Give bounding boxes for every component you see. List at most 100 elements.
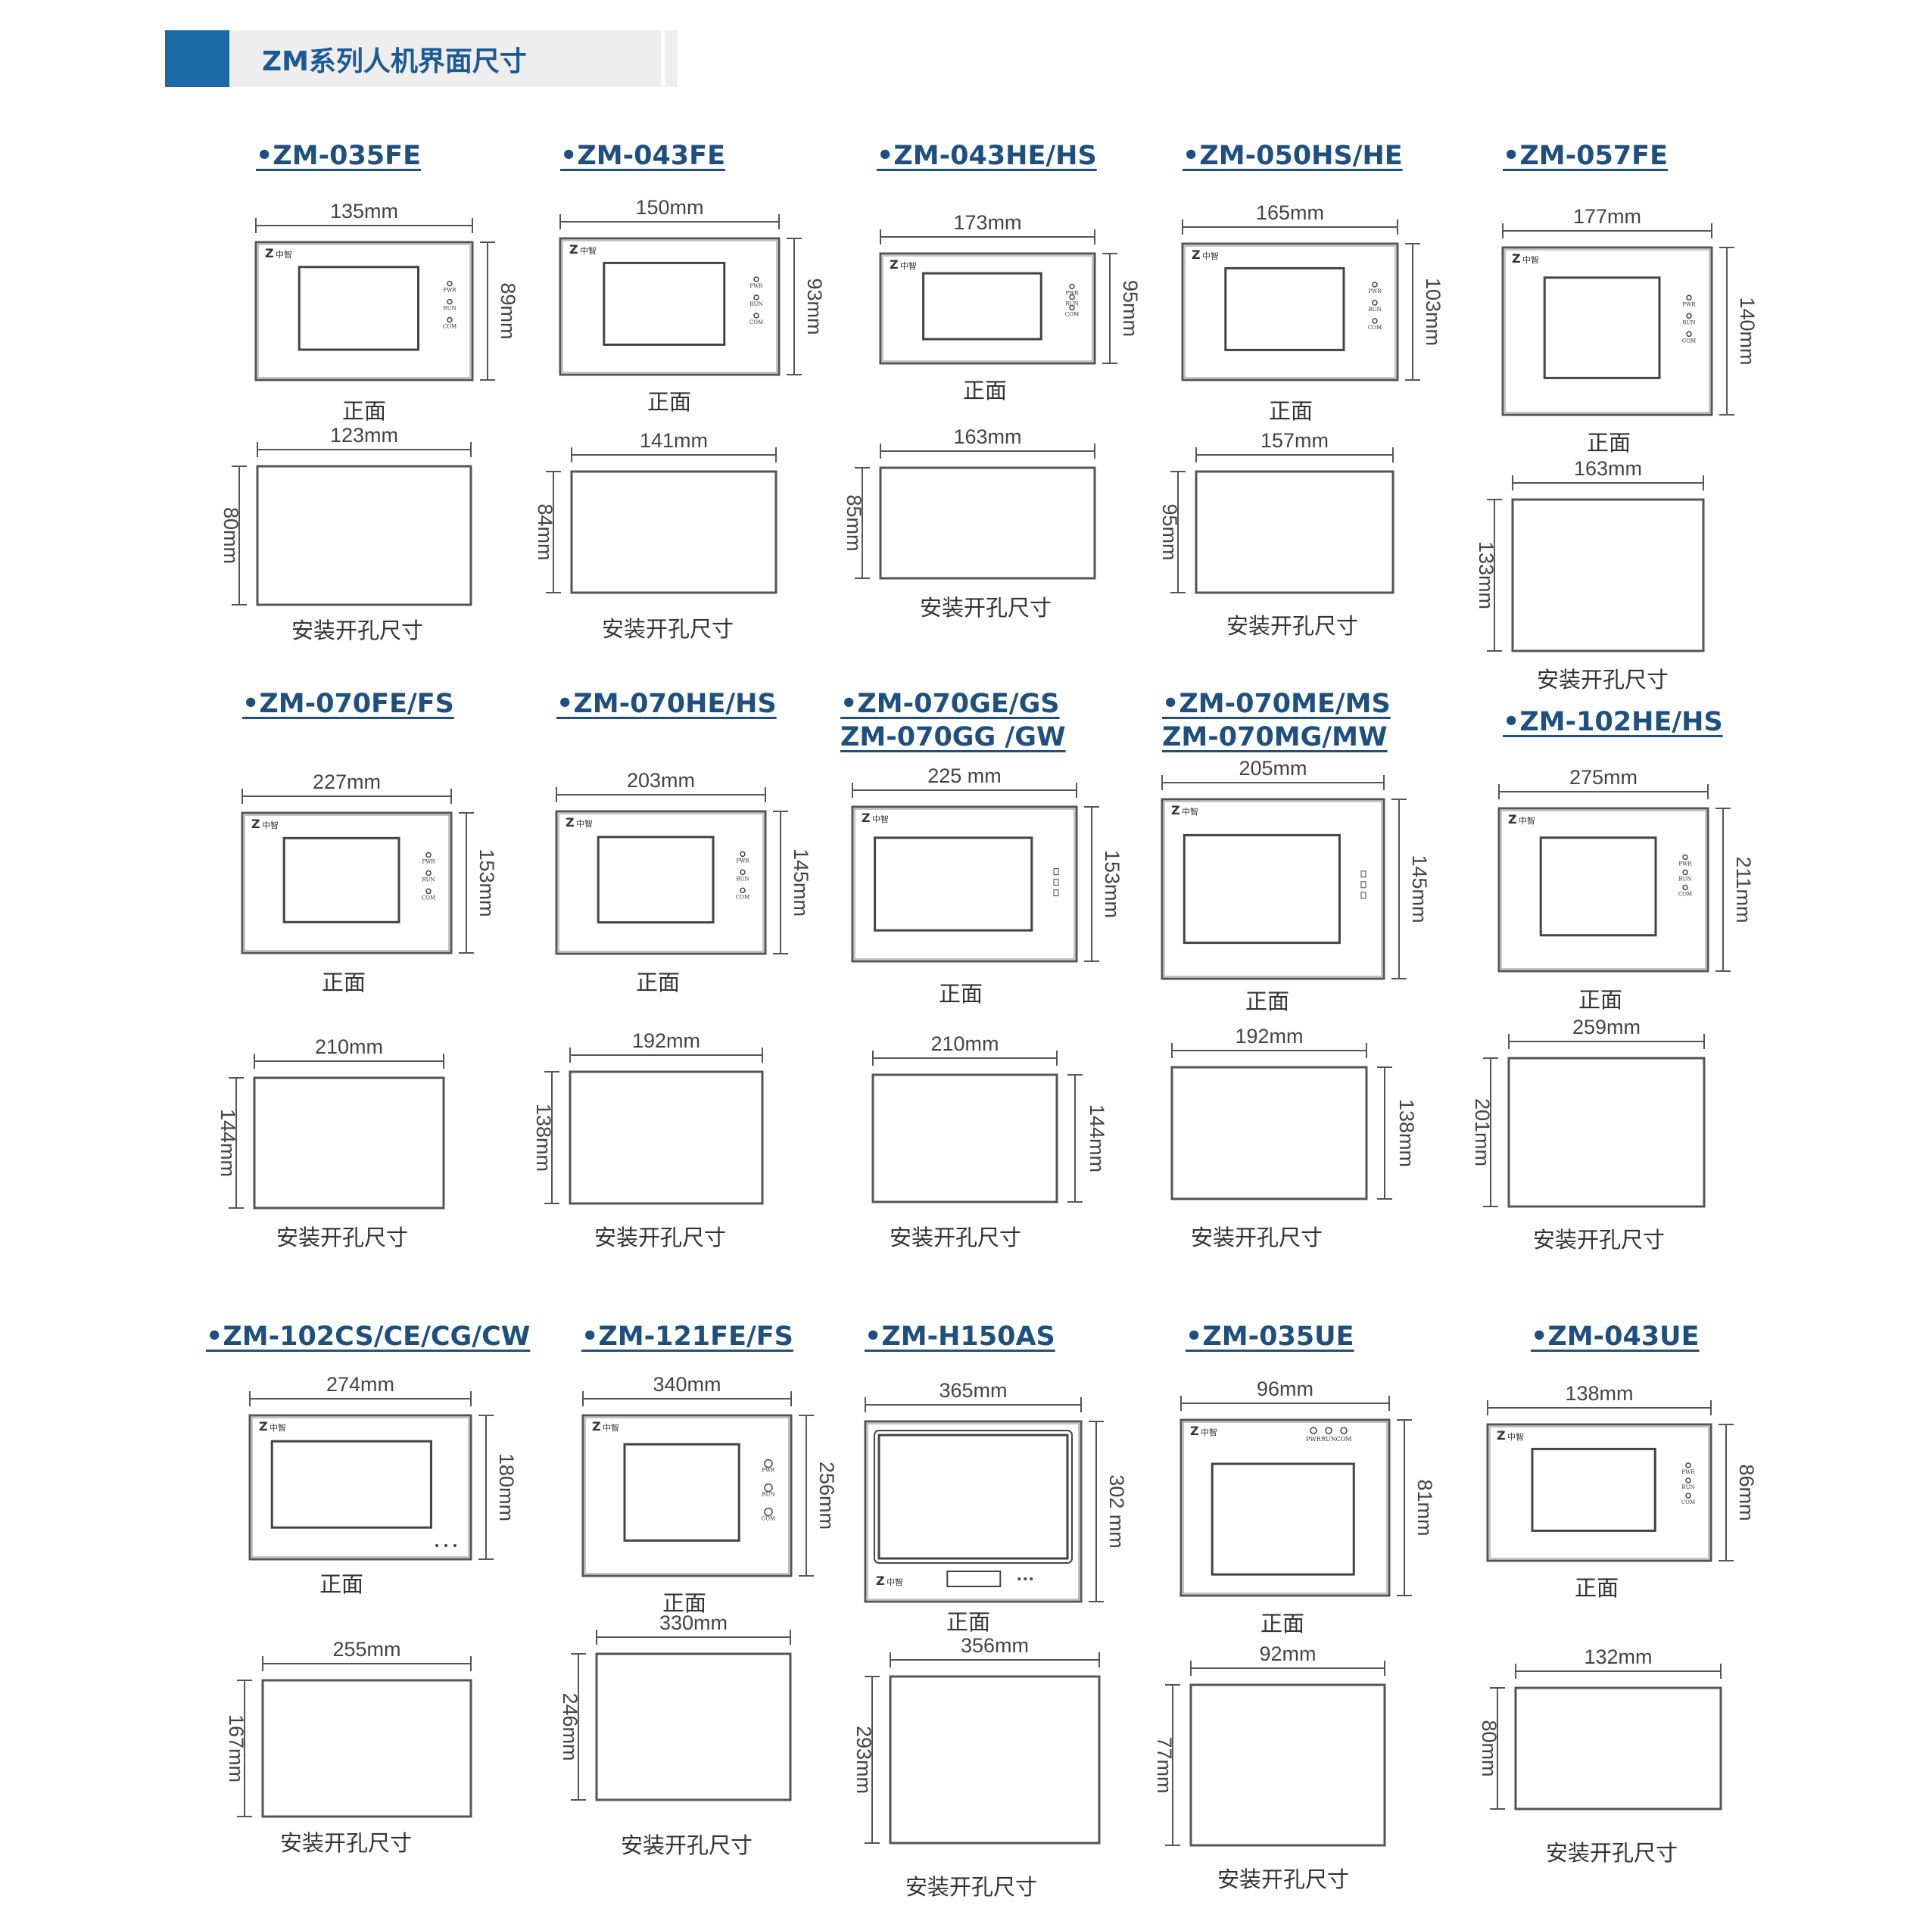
front-height-dim xyxy=(1102,253,1117,364)
front-height-value: 103mm xyxy=(1422,278,1444,346)
svg-text:COM: COM xyxy=(1368,325,1382,331)
cutout-width-value: 123mm xyxy=(330,424,398,447)
cutout-height-dim xyxy=(546,471,561,593)
screen xyxy=(922,272,1042,341)
front-view-label: 正面 xyxy=(1578,987,1623,1013)
page-title: ZM系列人机界面尺寸 xyxy=(262,46,527,77)
cutout-width-dim xyxy=(1512,475,1704,490)
cutout-width-dim xyxy=(872,1051,1058,1066)
svg-text:RUN: RUN xyxy=(422,877,435,883)
front-width-dim xyxy=(249,1391,472,1406)
pwr-led-icon: PWR xyxy=(749,276,763,289)
cutout-label: 安装开孔尺寸 xyxy=(594,1225,727,1250)
cutout-label: 安装开孔尺寸 xyxy=(920,595,1052,621)
model-name: •ZM-057FE xyxy=(1503,139,1668,173)
front-height-value: 180mm xyxy=(495,1453,518,1521)
front-height-value: 302 mm xyxy=(1105,1474,1128,1549)
logo-text: 中智 xyxy=(1507,1431,1524,1442)
cutout-label: 安装开孔尺寸 xyxy=(890,1225,1022,1250)
front-width-dim xyxy=(880,229,1095,244)
cutout-height-dim xyxy=(1165,1684,1180,1846)
pwr-led-icon: PWR xyxy=(422,852,435,865)
cutout-height-value: 95mm xyxy=(1158,503,1181,560)
front-height-dim xyxy=(799,1415,814,1577)
logo-text: 中智 xyxy=(576,818,593,829)
cutout-width-value: 92mm xyxy=(1259,1642,1316,1665)
front-height-dim xyxy=(1397,1419,1412,1596)
model-name: •ZM-035UE xyxy=(1186,1320,1354,1353)
front-height-value: 153mm xyxy=(475,848,498,917)
cutout-outline xyxy=(1511,498,1705,652)
model-name-line: •ZM-043UE xyxy=(1531,1322,1700,1352)
svg-text:PWR: PWR xyxy=(1678,861,1692,867)
front-height-value: 95mm xyxy=(1119,280,1142,337)
pwr-led-icon: PWR xyxy=(1368,282,1382,294)
cutout-height-value: 80mm xyxy=(220,507,242,564)
cutout-height-dim xyxy=(229,1077,244,1209)
screen xyxy=(597,836,715,924)
front-width-dim xyxy=(559,214,780,229)
indicator-dot-icon xyxy=(444,1544,447,1547)
cutout-height-value: 77mm xyxy=(1153,1736,1176,1793)
section-header: ZM系列人机界面尺寸 xyxy=(165,30,678,87)
svg-text:RUN: RUN xyxy=(1321,1436,1336,1443)
run-led-icon: RUN xyxy=(1682,313,1696,325)
indicator-slot-icon xyxy=(1360,892,1366,899)
screen xyxy=(1543,276,1661,379)
run-led-icon: RUN xyxy=(762,1483,775,1498)
cutout-outline xyxy=(253,1076,445,1210)
front-height-value: 89mm xyxy=(497,282,519,339)
logo-text: 中智 xyxy=(1519,815,1535,826)
front-height-dim xyxy=(478,1415,494,1560)
cutout-label: 安装开孔尺寸 xyxy=(1546,1840,1678,1866)
cutout-label: 安装开孔尺寸 xyxy=(1217,1867,1350,1892)
svg-text:PWR: PWR xyxy=(1368,288,1382,294)
front-height-value: 140mm xyxy=(1736,297,1759,365)
model-name-line: ZM-070MG/MW xyxy=(1162,722,1388,752)
front-width-value: 173mm xyxy=(953,211,1021,234)
cutout-label: 安装开孔尺寸 xyxy=(621,1832,753,1858)
run-led-icon: RUN xyxy=(749,294,763,307)
model-name-line: •ZM-070FE/FS xyxy=(242,689,454,719)
indicator-slot-icon xyxy=(1053,879,1059,886)
indicator-dot-icon xyxy=(453,1544,457,1547)
cutout-height-dim xyxy=(544,1071,559,1204)
front-height-value: 93mm xyxy=(803,278,826,335)
cutout-outline xyxy=(879,466,1096,580)
cutout-outline xyxy=(871,1073,1058,1203)
front-view-label: 正面 xyxy=(1260,1611,1305,1636)
cutout-height-dim xyxy=(237,1680,252,1817)
screen xyxy=(1183,833,1341,945)
screen xyxy=(270,1440,432,1529)
logo-text: 中智 xyxy=(276,249,292,260)
screen xyxy=(1211,1462,1355,1576)
cutout-width-value: 141mm xyxy=(640,429,708,452)
svg-text:RUN: RUN xyxy=(1682,319,1695,325)
model-name-line: •ZM-057FE xyxy=(1503,141,1668,171)
front-view-label: 正面 xyxy=(1245,989,1290,1014)
cutout-view: 92mm 77mm xyxy=(1153,1642,1386,1847)
run-led-icon: RUN xyxy=(443,298,457,312)
cutout-outline xyxy=(261,1679,472,1818)
front-height-dim xyxy=(1089,1421,1104,1602)
model-name: •ZM-H150AS xyxy=(865,1320,1055,1353)
front-height-value: 256mm xyxy=(815,1462,838,1530)
front-width-value: 165mm xyxy=(1256,201,1324,224)
model-name: •ZM-070GE/GS ZM-070GG /GW xyxy=(840,687,1066,754)
screen xyxy=(1224,266,1345,351)
cutout-width-dim xyxy=(1508,1034,1705,1049)
svg-text:PWR: PWR xyxy=(762,1468,775,1474)
com-led-icon: COM xyxy=(422,888,435,901)
cutout-height-value: 144mm xyxy=(217,1109,239,1177)
